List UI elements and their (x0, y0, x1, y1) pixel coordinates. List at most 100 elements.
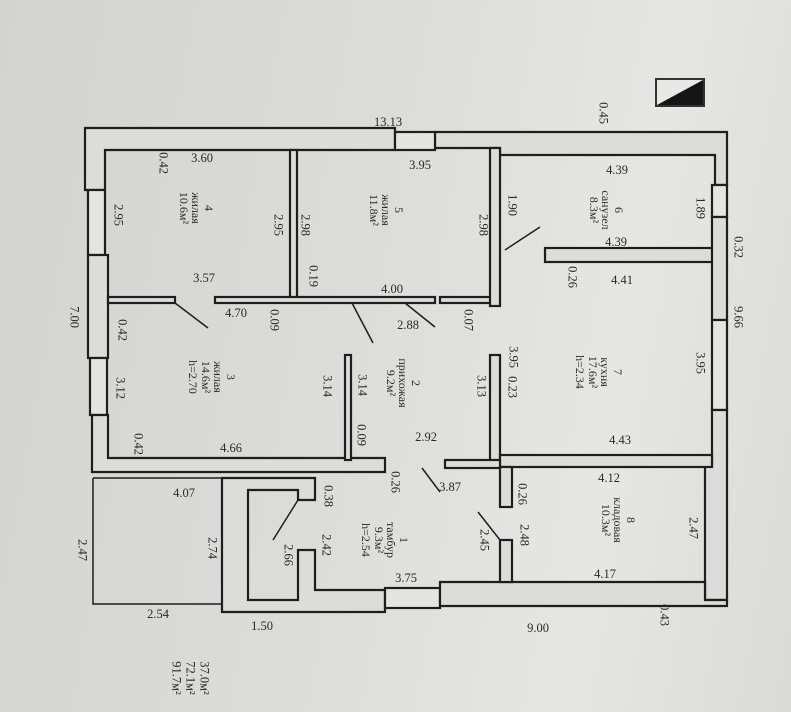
orientation-mark-icon (655, 78, 705, 107)
window-bottom (383, 586, 442, 610)
dimension-label: 2.98 (476, 214, 491, 236)
outer-wall-bottom (438, 580, 729, 608)
dimension-label: 0.42 (115, 319, 130, 341)
dimension-label: 0.26 (515, 483, 530, 505)
outer-wall-right-bottom (703, 408, 729, 602)
room-name: жилая (379, 194, 394, 226)
room-height: h=2.70 (186, 360, 201, 394)
dimension-label: 7.00 (67, 306, 82, 328)
total-area: 91.7м² (170, 661, 185, 695)
dimension-label: 0.26 (565, 266, 580, 288)
window-left-1 (86, 188, 107, 257)
room-name: кухня (598, 357, 613, 387)
outer-wall-left-bottom (90, 413, 387, 474)
wall-hall-right-top (488, 146, 502, 308)
area-totals: 37.0м² 72.1м² 91.7м² (169, 661, 212, 695)
room-height: h=2.34 (573, 355, 588, 389)
dimension-label: 3.14 (355, 374, 370, 396)
bath-partition (543, 246, 717, 264)
room-area: 14.6м² (199, 360, 213, 394)
total-usable-area: 72.1м² (183, 661, 198, 695)
dimension-label: 2.98 (298, 214, 313, 236)
room-name: жилая (189, 192, 204, 224)
room-name: тамбур (384, 522, 399, 558)
dimension-label: 0.09 (267, 309, 282, 331)
dimension-label: 3.75 (395, 570, 417, 585)
partition-tambur-storage-bottom (498, 538, 514, 584)
dimension-label: 2.47 (75, 539, 90, 561)
dimension-label: 2.88 (397, 317, 419, 332)
dimension-label: 2.92 (415, 429, 437, 444)
room-number: 8 (623, 516, 638, 523)
dimension-label: 3.14 (320, 375, 335, 397)
partition-horizontal-left (106, 295, 177, 305)
dimension-label: 2.74 (205, 537, 220, 559)
room-area: 8.3м² (586, 196, 601, 224)
dimension-label: 0.26 (388, 471, 403, 493)
room-number: 1 (397, 537, 412, 543)
outer-wall-top-right (433, 130, 729, 187)
dimension-label: 4.07 (173, 485, 195, 500)
door-swing-2 (351, 302, 374, 344)
dimension-label: 4.39 (605, 234, 627, 249)
room-area: 9.2м² (383, 369, 398, 397)
dimension-label: 2.48 (517, 524, 532, 546)
dimension-label: 0.42 (131, 433, 146, 455)
dimension-label: 4.39 (606, 162, 628, 177)
room-area: 11.8м² (366, 194, 381, 226)
room-name: жилая (211, 361, 226, 393)
dimension-label: 4.66 (220, 440, 242, 455)
dimension-label: 3.95 (409, 157, 431, 172)
partition-tambur-storage-top (498, 465, 514, 509)
dimension-label: 0.38 (321, 485, 336, 507)
dimension-label: 1.89 (693, 197, 708, 219)
room-number: 7 (611, 369, 626, 375)
door-swing-1 (421, 467, 441, 493)
dimension-label: 4.41 (611, 272, 633, 287)
wall-hall-right-bottom (488, 353, 502, 467)
room-number: 5 (391, 207, 406, 213)
dimension-label: 2.95 (111, 204, 126, 226)
doors-and-terrace (92, 226, 541, 605)
wall-hall-bottom (443, 458, 502, 470)
room-number: 3 (224, 374, 239, 380)
door-swing-8 (477, 511, 501, 541)
dimension-label: 4.43 (609, 432, 631, 447)
room-height: h=2.54 (359, 523, 374, 557)
room-area: 10.6м² (176, 191, 191, 225)
outer-wall-right-mid (710, 215, 729, 322)
dimension-label: 2.42 (319, 534, 334, 556)
dimension-label: 3.95 (693, 352, 708, 374)
room-number: 2 (408, 379, 423, 386)
dimension-label: 0.45 (596, 102, 611, 124)
total-living-area: 37.0м² (197, 661, 212, 695)
dimension-label: 3.57 (193, 270, 215, 285)
outer-wall-top-left (83, 126, 397, 192)
dimension-label: 0.09 (354, 424, 369, 446)
dimension-label: 0.43 (657, 604, 672, 626)
dimension-label: 0.32 (731, 236, 746, 258)
dimension-label: 9.66 (731, 306, 746, 328)
outer-wall-left-mid (86, 253, 110, 360)
dimension-label: 9.00 (527, 620, 549, 635)
room-area: 10.3м² (598, 503, 613, 537)
dimension-label: 0.19 (306, 265, 321, 287)
dimension-label: 2.54 (147, 606, 169, 621)
door-swing-3 (174, 302, 209, 329)
room-area: 17.6м² (586, 355, 600, 389)
dimension-label: 2.47 (686, 517, 701, 539)
dimension-label: 4.17 (594, 566, 616, 581)
dimension-label: 13.13 (373, 114, 403, 129)
partition-3-2 (343, 353, 353, 462)
partition-horizontal-mid (213, 295, 437, 305)
room-name: санузел (599, 190, 614, 230)
